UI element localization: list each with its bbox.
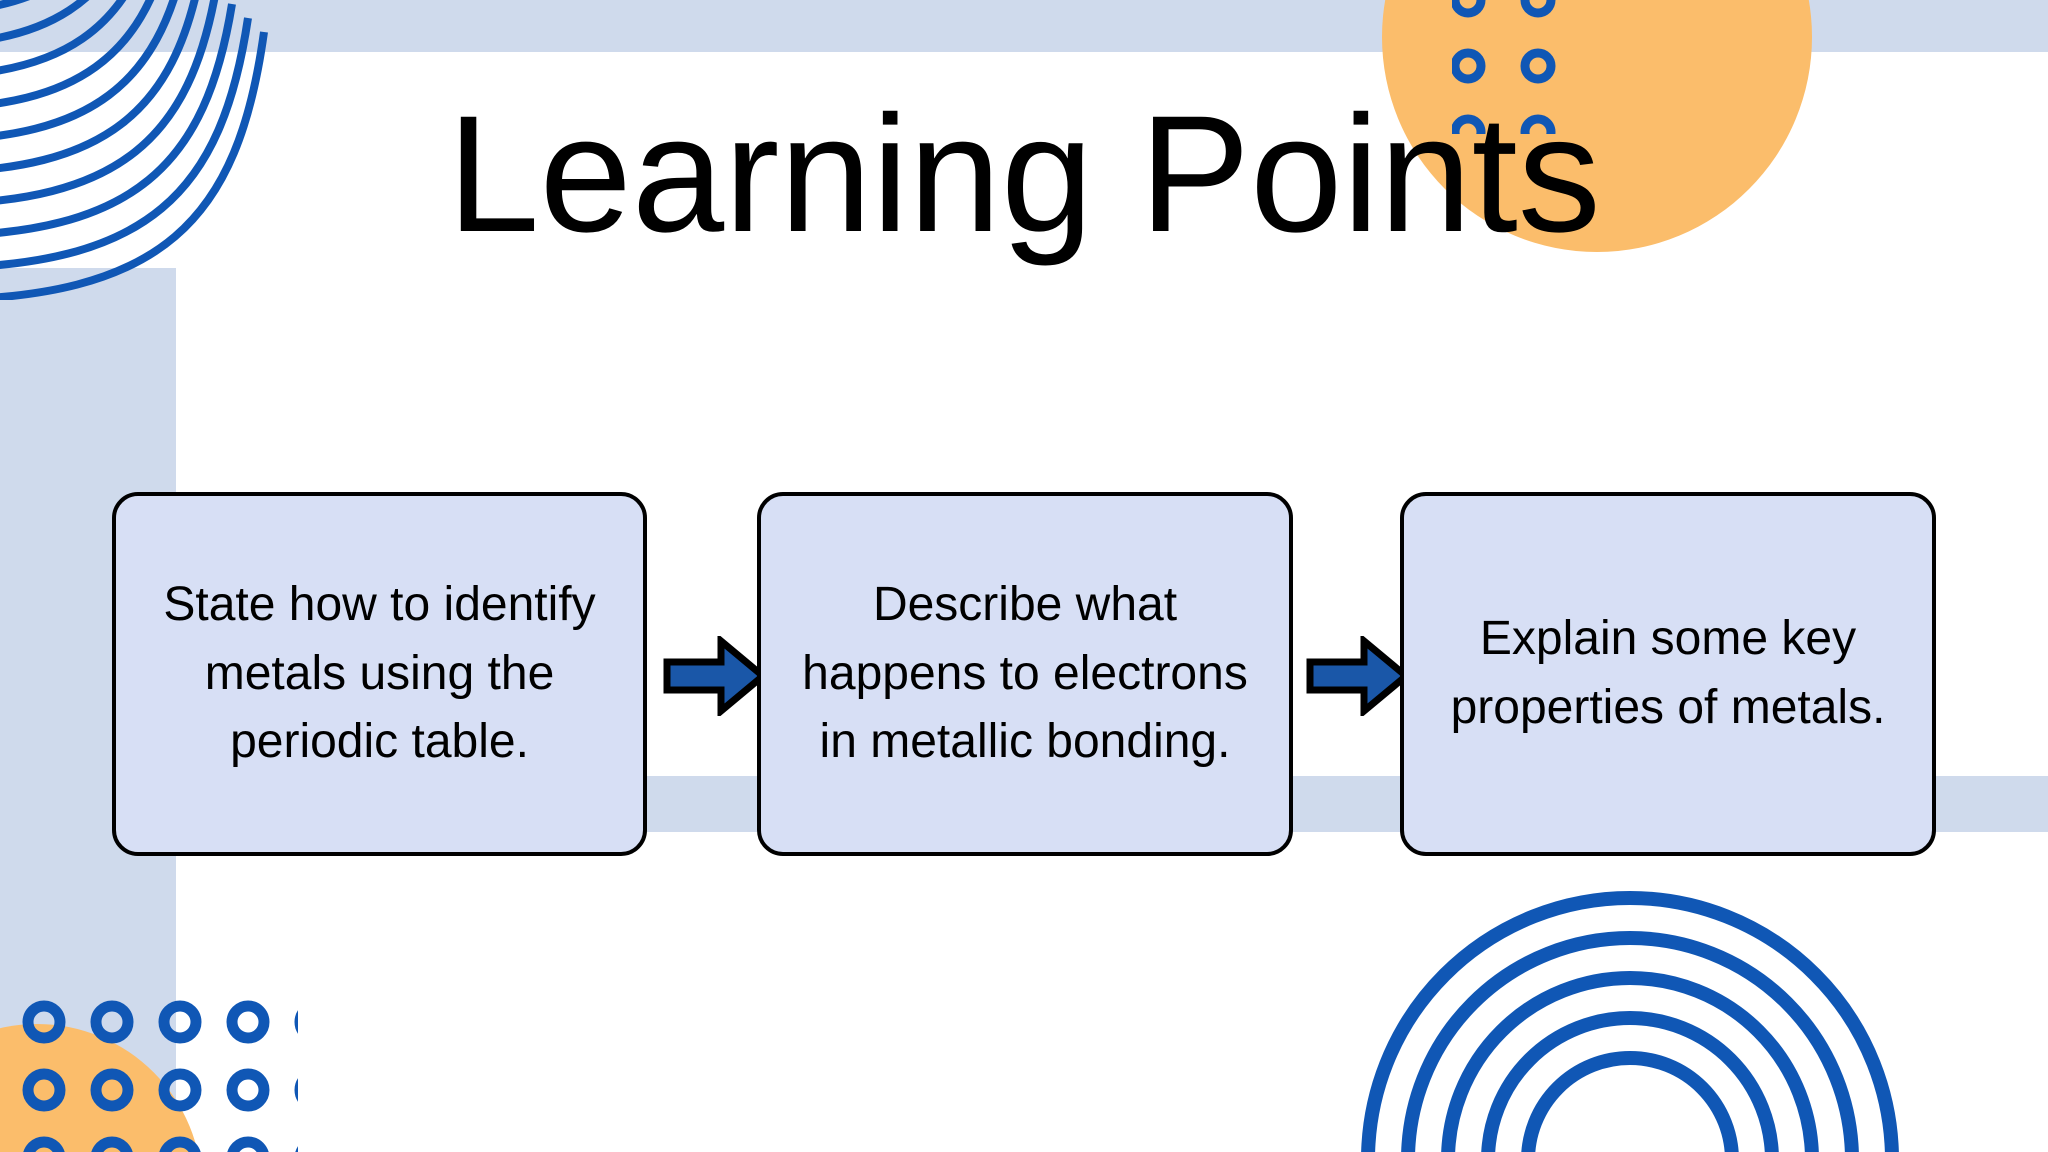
flow-diagram: State how to identify metals using the p…	[112, 492, 1936, 856]
page-title: Learning Points	[447, 82, 1601, 267]
flow-step-2-label: Describe what happens to electrons in me…	[802, 578, 1248, 769]
flow-step-2[interactable]: Describe what happens to electrons in me…	[757, 492, 1293, 856]
flow-step-1-label: State how to identify metals using the p…	[163, 578, 596, 769]
right-arrow-icon	[1306, 636, 1410, 716]
flow-step-3-label: Explain some key properties of metals.	[1450, 612, 1886, 734]
flow-step-3[interactable]: Explain some key properties of metals.	[1400, 492, 1936, 856]
dot-grid-icon	[22, 1000, 298, 1152]
right-arrow-icon	[663, 636, 767, 716]
flow-step-1[interactable]: State how to identify metals using the p…	[112, 492, 647, 856]
dot-grid-icon	[1452, 0, 1556, 134]
